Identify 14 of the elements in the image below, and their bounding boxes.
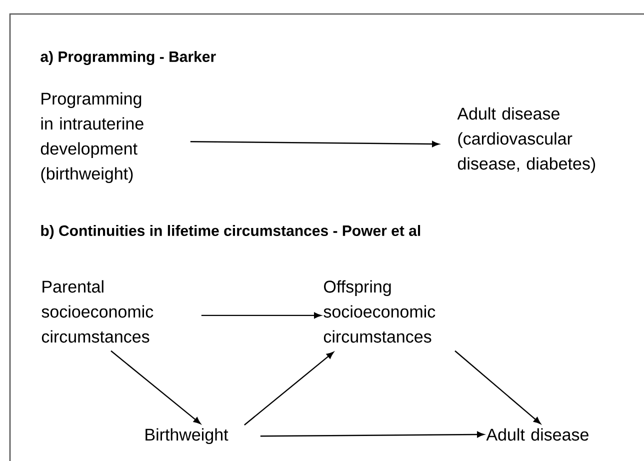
arrow bbox=[190, 141, 440, 148]
node-text: Adult disease bbox=[486, 428, 588, 441]
node-text: Programming in intrauterine development (birthweight) bbox=[40, 92, 144, 184]
arrow bbox=[260, 431, 484, 438]
section-heading: a) Programming - Barker bbox=[40, 50, 216, 66]
arrow bbox=[201, 312, 322, 318]
node-text: Offspring socioeconomic circumstances bbox=[324, 280, 436, 343]
arrow bbox=[244, 352, 334, 426]
node-text: Parental socioeconomic circumstances bbox=[42, 280, 154, 343]
section-heading: b) Continuities in lifetime circumstances - Power et al bbox=[41, 225, 420, 239]
arrow bbox=[454, 350, 541, 424]
node-text: Adult disease (cardiovascular disease, diabetes) bbox=[457, 107, 596, 174]
arrow bbox=[110, 350, 201, 424]
node-text: Birthweight bbox=[146, 428, 228, 444]
